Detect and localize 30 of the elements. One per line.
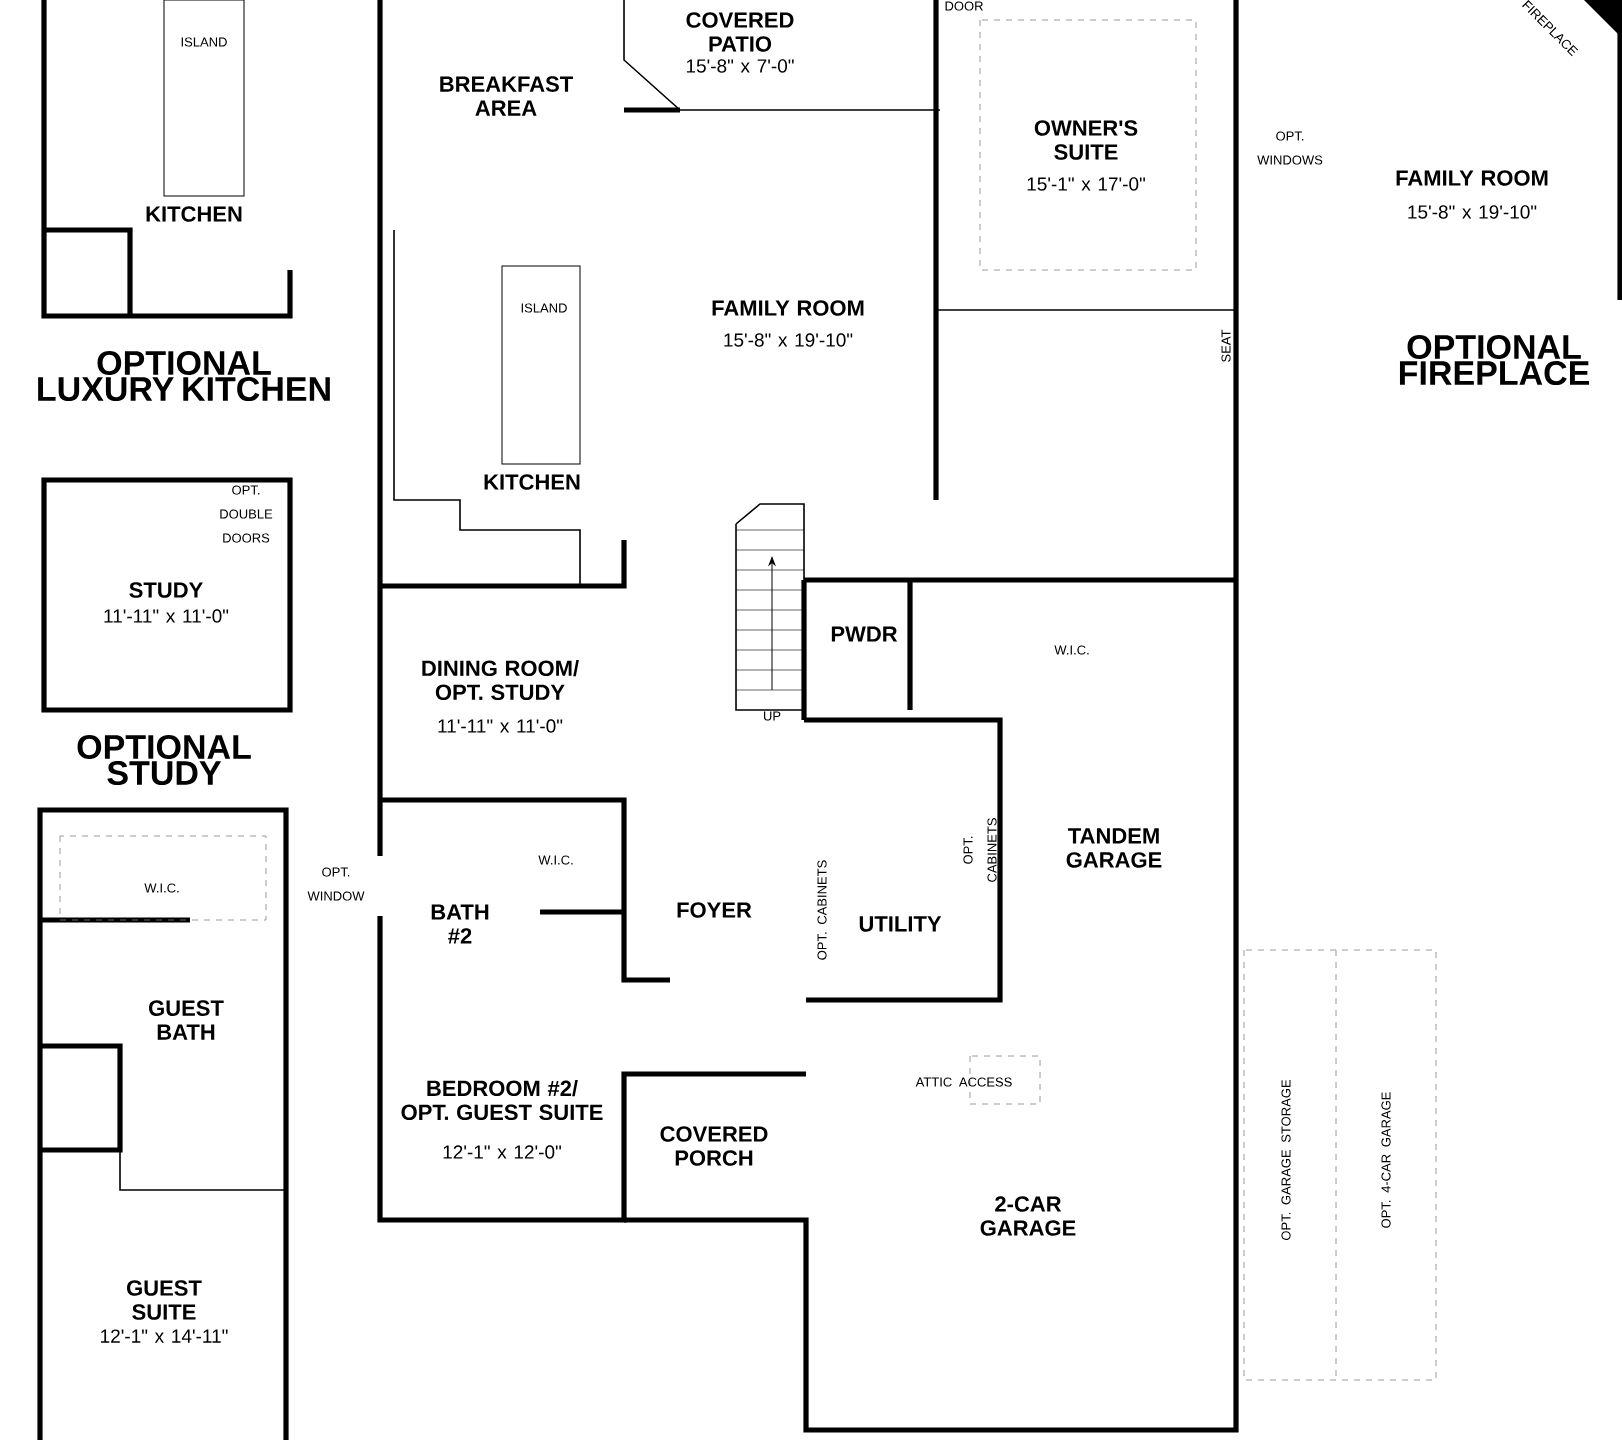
room-label: FAMILY ROOM	[712, 300, 864, 316]
dimension-label: 11'-11" x 11'-0"	[438, 719, 563, 733]
heading: OPTIONAL LUXURY KITCHEN	[38, 350, 330, 402]
dimension-label: 12'-1" x 12'-0"	[443, 1145, 561, 1159]
dimension-label: 15'-1" x 17'-0"	[1027, 177, 1145, 191]
room-label: 2-CAR GARAGE	[980, 1196, 1076, 1236]
room-label: UTILITY	[859, 916, 942, 932]
dimension-label: 12'-1" x 14'-11"	[101, 1329, 228, 1343]
room-label: FAMILY ROOM	[1396, 170, 1548, 186]
room-label: TANDEM GARAGE	[1066, 828, 1162, 868]
room-label: BEDROOM #2/ OPT. GUEST SUITE	[401, 1079, 603, 1121]
dimension-label: 11'-11" x 11'-0"	[104, 609, 229, 623]
room-label: PWDR	[831, 626, 898, 642]
room-label: GUEST BATH	[149, 1000, 224, 1040]
dimension-label: 15'-8" x 7'-0"	[686, 59, 794, 73]
room-label: KITCHEN	[484, 474, 580, 490]
room-label: COVERED PATIO	[686, 12, 794, 52]
room-label: BREAKFAST AREA	[440, 76, 573, 116]
room-label: DINING ROOM/ OPT. STUDY	[422, 659, 579, 701]
room-label: KITCHEN	[146, 206, 242, 222]
dimension-label: 15'-8" x 19'-10"	[724, 333, 853, 347]
dimension-label: 15'-8" x 19'-10"	[1408, 205, 1537, 219]
heading: OPTIONAL STUDY	[77, 734, 251, 786]
heading: OPTIONAL FIREPLACE	[1399, 334, 1590, 386]
room-label: OWNER'S SUITE	[1034, 120, 1138, 160]
room-label: BATH #2	[431, 904, 489, 944]
room-label: COVERED PORCH	[660, 1126, 768, 1166]
room-label: FOYER	[677, 902, 752, 918]
room-label: GUEST SUITE	[127, 1280, 202, 1320]
room-label: STUDY	[129, 582, 203, 598]
